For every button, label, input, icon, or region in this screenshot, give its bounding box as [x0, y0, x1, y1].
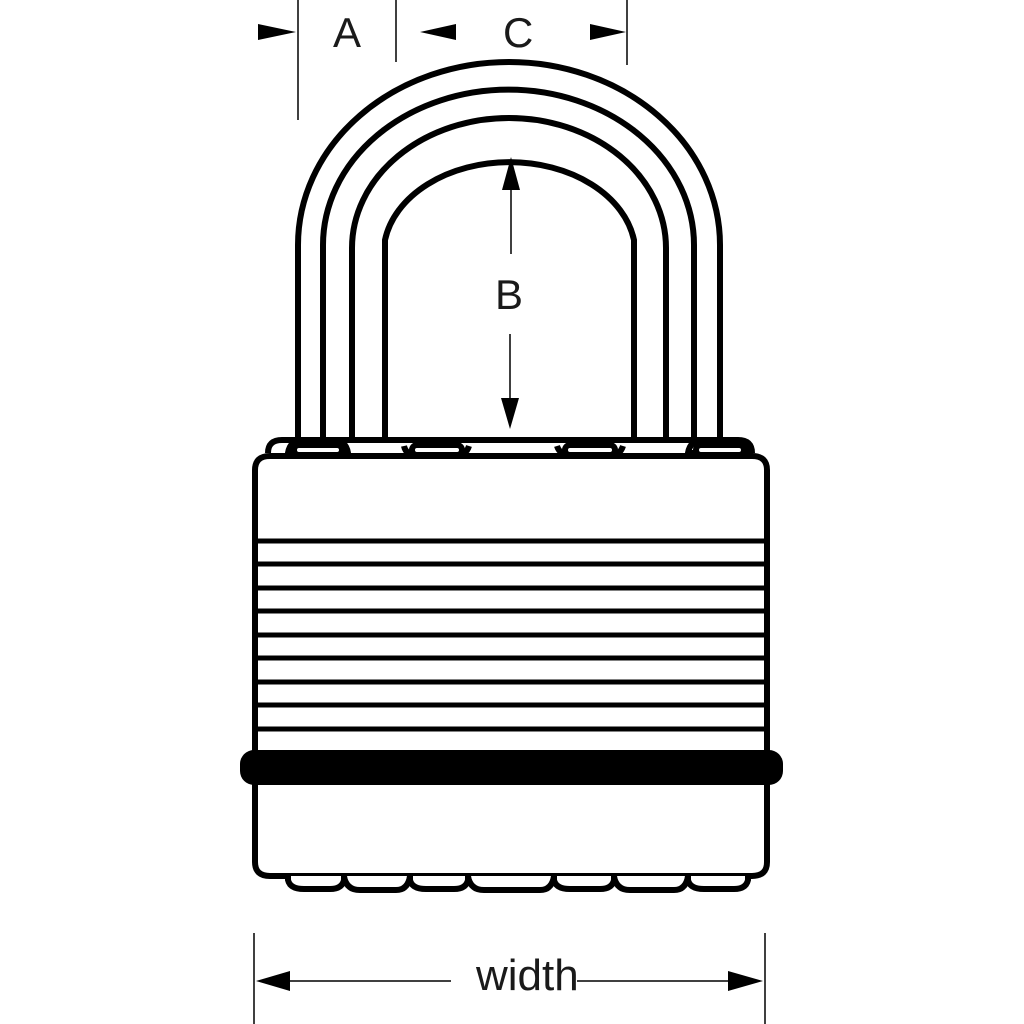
bottom-plate: [285, 875, 751, 893]
dimension-label-c: C: [503, 9, 534, 56]
dimension-c: [420, 0, 628, 65]
bumper-band: [240, 750, 783, 785]
dimension-label-width: width: [476, 951, 579, 1000]
dimension-width: [253, 933, 766, 1024]
shackle: [295, 59, 723, 440]
dimension-b: [501, 157, 520, 429]
dimension-label-b: B: [495, 271, 524, 318]
lock-body: [252, 453, 770, 879]
laminate-lines: [255, 538, 767, 732]
dimension-label-a: A: [333, 9, 362, 56]
dimension-a: [258, 0, 397, 120]
